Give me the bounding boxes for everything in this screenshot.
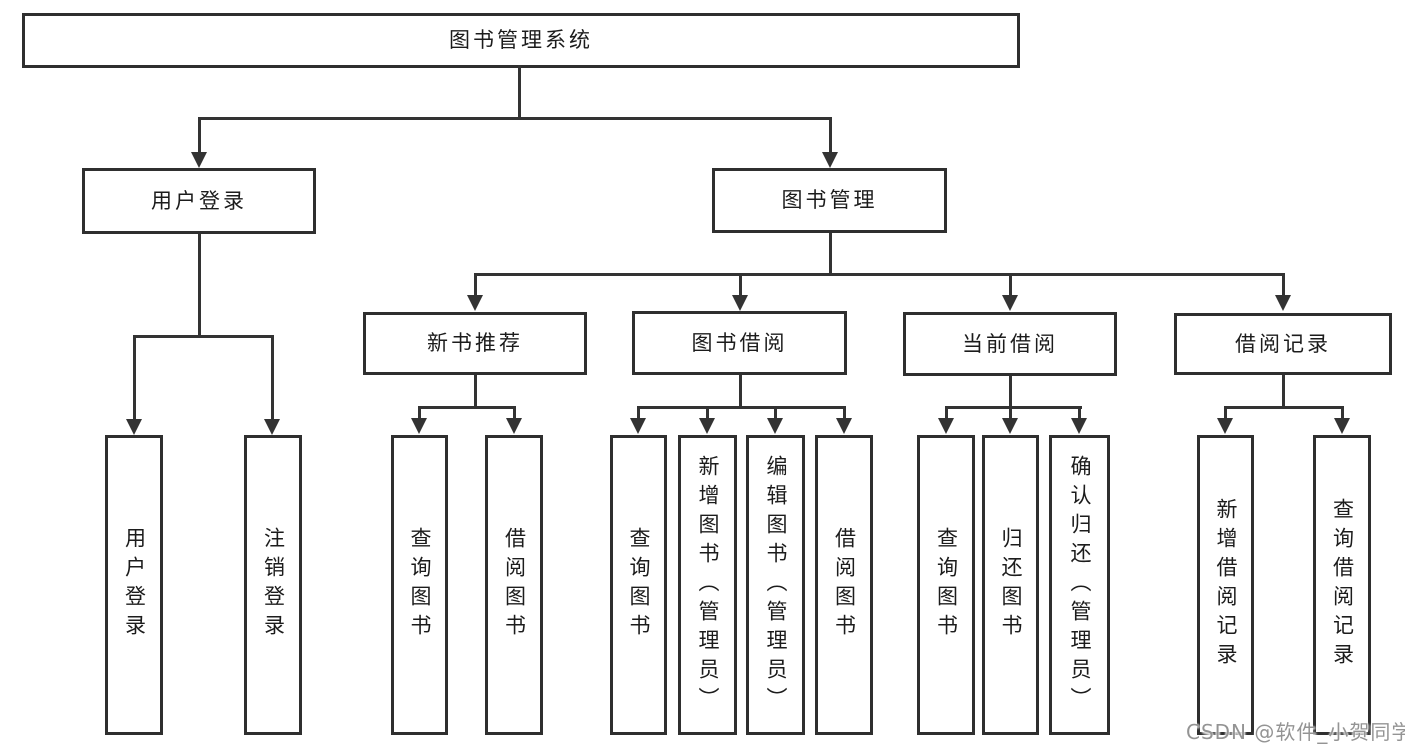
connector-hline	[636, 406, 846, 409]
arrowhead-icon	[1275, 295, 1291, 311]
node-logout: 注销登录	[244, 435, 302, 735]
node-new-book-recommendation: 新书推荐	[363, 312, 587, 375]
connector-vline	[417, 406, 421, 420]
connector-vline	[828, 233, 832, 276]
connector-vline	[1340, 406, 1344, 420]
connector-vline	[197, 117, 201, 154]
arrowhead-icon	[836, 418, 852, 434]
arrowhead-icon	[467, 295, 483, 311]
connector-vline	[473, 375, 477, 409]
node-current-borrowing: 当前借阅	[903, 312, 1117, 376]
arrowhead-icon	[506, 418, 522, 434]
connector-vline	[842, 406, 846, 420]
node-library-management-system: 图书管理系统	[22, 13, 1020, 68]
connector-vline	[517, 65, 521, 119]
node-confirm-return-admin: 确认归还（管理员）	[1049, 435, 1110, 735]
arrowhead-icon	[822, 152, 838, 168]
arrowhead-icon	[767, 418, 783, 434]
connector-hline	[473, 273, 1285, 276]
arrowhead-icon	[1002, 418, 1018, 434]
node-user-login: 用户登录	[82, 168, 316, 234]
connector-hline	[197, 117, 832, 120]
node-return-books: 归还图书	[982, 435, 1039, 735]
node-book-borrowing: 图书借阅	[632, 311, 847, 375]
arrowhead-icon	[938, 418, 954, 434]
connector-vline	[636, 406, 640, 420]
arrowhead-icon	[732, 295, 748, 311]
connector-vline	[512, 406, 516, 420]
arrowhead-icon	[1002, 295, 1018, 311]
connector-vline	[1223, 406, 1227, 420]
node-query-books-under-recommend: 查询图书	[391, 435, 448, 735]
connector-hline	[944, 406, 1082, 409]
node-query-borrow-record: 查询借阅记录	[1313, 435, 1371, 735]
arrowhead-icon	[1071, 418, 1087, 434]
connector-vline	[705, 406, 709, 420]
connector-hline	[417, 406, 516, 409]
arrowhead-icon	[630, 418, 646, 434]
arrowhead-icon	[1334, 418, 1350, 434]
node-borrow-books-under-borrowing: 借阅图书	[815, 435, 873, 735]
node-user-login-leaf: 用户登录	[105, 435, 163, 735]
node-query-books-under-borrowing: 查询图书	[610, 435, 667, 735]
node-borrow-books-under-recommend: 借阅图书	[485, 435, 543, 735]
connector-vline	[270, 335, 274, 421]
node-query-books-under-current: 查询图书	[917, 435, 975, 735]
arrowhead-icon	[126, 419, 142, 435]
connector-vline	[1281, 273, 1285, 297]
arrowhead-icon	[699, 418, 715, 434]
connector-vline	[1077, 406, 1081, 420]
arrowhead-icon	[191, 152, 207, 168]
connector-vline	[197, 234, 201, 338]
connector-vline	[1008, 406, 1012, 420]
connector-vline	[1008, 273, 1012, 297]
watermark-text: CSDN @软件_小贺同学	[1186, 720, 1405, 744]
node-add-borrow-record: 新增借阅记录	[1197, 435, 1254, 735]
connector-vline	[773, 406, 777, 420]
connector-hline	[132, 335, 274, 338]
connector-vline	[1008, 376, 1012, 409]
arrowhead-icon	[1217, 418, 1233, 434]
connector-vline	[473, 273, 477, 297]
node-add-books-admin: 新增图书（管理员）	[678, 435, 737, 735]
connector-vline	[738, 375, 742, 409]
connector-vline	[738, 273, 742, 297]
connector-vline	[944, 406, 948, 420]
arrowhead-icon	[264, 419, 280, 435]
node-borrowing-records: 借阅记录	[1174, 313, 1392, 375]
connector-hline	[1223, 406, 1344, 409]
connector-vline	[1281, 375, 1285, 409]
connector-vline	[132, 335, 136, 421]
node-edit-books-admin: 编辑图书（管理员）	[746, 435, 805, 735]
arrowhead-icon	[411, 418, 427, 434]
node-book-management: 图书管理	[712, 168, 947, 233]
connector-vline	[828, 117, 832, 154]
